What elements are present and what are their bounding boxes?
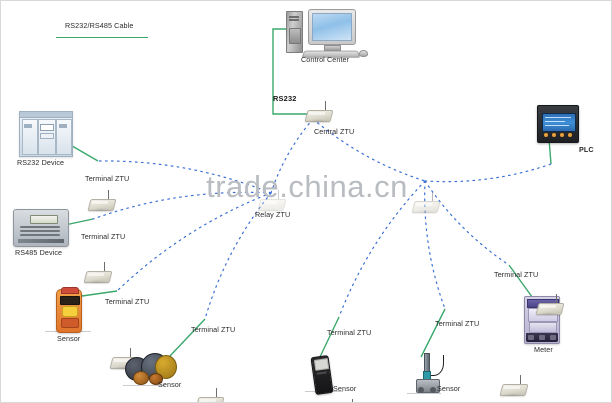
label-relay-ztu: Relay ZTU [255,210,291,219]
node-control-center[interactable] [286,9,368,58]
label-sensor-cable: Sensor [158,380,182,389]
label-terminal-ztu-2: Terminal ZTU [81,232,126,241]
node-sensor-probe[interactable] [412,353,444,393]
wireless-link-central-ztu-to-relay-ztu [270,118,314,194]
wireless-link-relay-ztu-to-terminal-ztu-1 [97,160,272,194]
label-meter: Meter [534,345,553,354]
wireless-link-relay-ztu-right-to-terminal-ztu-5 [338,180,426,318]
label-control-center: Control Center [301,55,350,64]
antenna-icon [432,192,434,203]
monitor-stand [324,45,341,51]
label-terminal-ztu-1: Terminal ZTU [85,174,130,183]
antenna-icon [325,101,327,112]
label-sensor-probe: Sensor [437,384,461,393]
node-rs485-device[interactable] [13,209,69,247]
wired-link-sensor-gas-to-terminal-ztu-3 [74,290,118,298]
monitor-icon [308,9,356,45]
sensor-probe-plinth [407,393,441,394]
antenna-icon [108,190,110,201]
probe-sensor-icon [412,353,444,393]
wired-link-plc-to-terminal-ztu-8 [548,138,552,165]
label-central-ztu: Central ZTU [314,127,355,136]
wireless-link-central-ztu-to-relay-ztu-right [312,118,426,182]
node-terminal-ztu-2[interactable] [83,262,113,284]
cable-sensor-icon [125,353,177,385]
antenna-icon [130,348,132,359]
cabinet-icon [19,111,73,157]
label-terminal-ztu-4: Terminal ZTU [191,325,236,334]
plc-icon [537,105,579,143]
label-rs485-device: RS485 Device [15,248,63,257]
wired-link-rs485-device-to-terminal-ztu-2 [64,218,94,226]
wired-link-rs232 [272,28,309,115]
wired-link-sensor-probe-to-terminal-ztu-6 [420,308,446,358]
node-terminal-ztu-8[interactable] [535,294,565,316]
node-central-ztu[interactable] [304,101,334,123]
node-terminal-ztu-3[interactable] [109,348,139,370]
node-sensor-cable[interactable] [125,353,177,385]
wireless-links [92,118,552,320]
antenna-icon [520,375,522,386]
antenna-icon [556,294,558,305]
legend-cable-swatch [56,37,148,38]
watermark-text: trade.china.cn [206,169,408,204]
label-terminal-ztu-3: Terminal ZTU [105,297,150,306]
wireless-link-relay-ztu-right-to-terminal-ztu-8 [424,163,552,183]
node-plc[interactable] [537,105,579,143]
node-terminal-ztu-1[interactable] [87,190,117,212]
antenna-icon [104,262,106,273]
wired-link-sensor-dark-to-terminal-ztu-5 [318,316,340,360]
node-relay-ztu[interactable] [257,190,287,212]
label-rs232-device: RS232 Device [17,158,65,167]
mouse-icon [359,50,368,57]
node-terminal-ztu-4[interactable] [195,388,225,402]
label-sensor-dark: Sensor [333,384,357,393]
antenna-icon [352,399,354,402]
wireless-link-relay-ztu-to-terminal-ztu-2 [92,191,272,220]
wired-link-sensor-cable-to-terminal-ztu-4 [168,318,206,358]
wired-link-meter-to-terminal-ztu-7 [508,264,536,302]
label-terminal-ztu-6: Terminal ZTU [435,319,480,328]
gas-sensor-icon [56,287,82,333]
label-plc: PLC [579,145,594,154]
link-label-rs232: RS232 [273,94,297,103]
node-terminal-ztu-7[interactable] [499,375,529,397]
antenna-icon [278,190,280,201]
node-sensor-dark[interactable] [310,354,334,396]
node-relay-ztu-right[interactable] [411,192,441,214]
label-terminal-ztu-7: Terminal ZTU [494,270,539,279]
wireless-link-relay-ztu-to-terminal-ztu-4 [204,192,272,320]
node-sensor-gas[interactable] [56,287,82,333]
legend-cable-label: RS232/RS485 Cable [65,21,134,30]
label-terminal-ztu-5: Terminal ZTU [327,328,372,337]
rs485-device-icon [13,209,69,247]
wireless-link-relay-ztu-right-to-terminal-ztu-7 [424,180,510,266]
wireless-link-relay-ztu-right-to-terminal-ztu-6 [424,180,446,310]
antenna-icon [216,388,218,399]
pc-tower-icon [286,11,303,53]
wireless-link-relay-ztu-to-terminal-ztu-3 [116,192,272,292]
sensor-cable-plinth [123,385,165,386]
label-sensor-gas: Sensor [57,334,81,343]
node-rs232-device[interactable] [19,111,73,157]
handheld-sensor-icon [310,354,334,396]
